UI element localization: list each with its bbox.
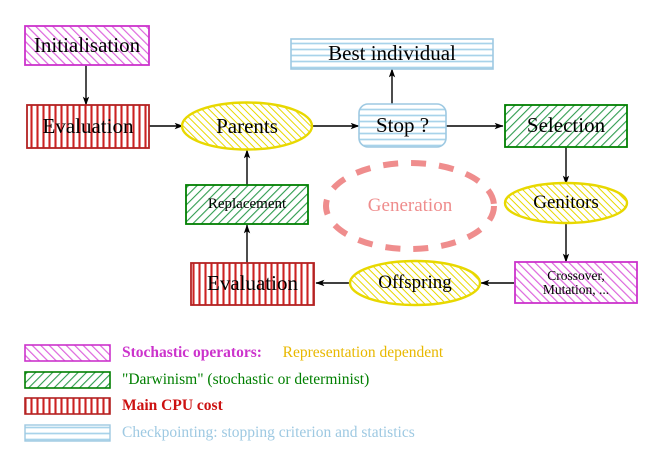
node-genitors-shape[interactable] xyxy=(503,181,629,225)
node-initialisation-shape[interactable] xyxy=(24,25,150,66)
legend-swatch-magenta xyxy=(24,344,111,362)
node-offspring-shape[interactable] xyxy=(348,259,482,307)
arrow-layer xyxy=(82,65,570,287)
node-best-individual-shape[interactable] xyxy=(290,38,494,70)
legend-swatch-blue xyxy=(24,424,111,442)
node-evaluation-bottom-shape[interactable] xyxy=(190,262,315,306)
legend-row-2-text: Main CPU cost xyxy=(122,397,223,414)
node-crossover-mutation-shape[interactable] xyxy=(514,261,638,304)
legend-row-0-primary: Stochastic operators: xyxy=(122,344,262,361)
legend-row-0-secondary: Representation dependent xyxy=(282,344,444,361)
node-stop-shape[interactable] xyxy=(358,103,447,148)
legend-swatch-red xyxy=(24,397,111,415)
legend-row-1-text: "Darwinism" (stochastic or determinist) xyxy=(122,371,370,388)
node-parents-shape[interactable] xyxy=(180,101,314,151)
legend-row-3-text: Checkpointing: stopping criterion and st… xyxy=(122,424,415,441)
node-replacement-shape[interactable] xyxy=(185,184,309,225)
node-selection-shape[interactable] xyxy=(504,104,628,148)
legend-row-0-text: Stochastic operators: Representation dep… xyxy=(122,344,443,362)
legend-swatch-green xyxy=(24,371,111,389)
node-generation-shape xyxy=(323,160,497,252)
node-evaluation-top-shape[interactable] xyxy=(26,104,150,149)
